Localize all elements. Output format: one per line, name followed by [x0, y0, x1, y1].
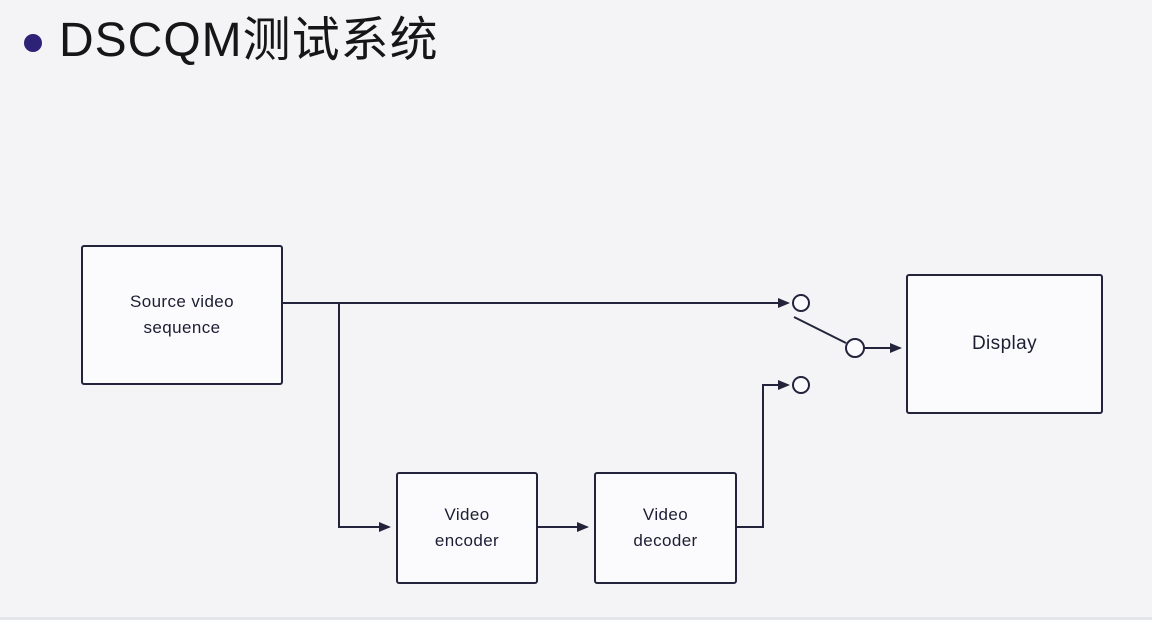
- switch-arm-line: [793, 316, 847, 344]
- video-decoder-label: Video decoder: [633, 504, 698, 550]
- slide-bottom-edge: [0, 617, 1152, 620]
- page-title: DSCQM测试系统: [59, 14, 439, 67]
- source-branch-to-encoder-line: [338, 303, 391, 532]
- decoder-to-switch-line: [737, 380, 790, 528]
- bullet-icon: [24, 33, 42, 52]
- slide-title-row: DSCQM测试系统: [24, 13, 439, 68]
- video-encoder-box: Video encoder: [396, 472, 538, 584]
- switch-output-circle: [845, 338, 865, 358]
- video-decoder-box: Video decoder: [594, 472, 737, 584]
- display-box: Display: [906, 274, 1103, 414]
- switch-terminal-top-circle: [792, 294, 810, 312]
- source-video-sequence-label: Source video sequence: [129, 291, 235, 337]
- video-encoder-label: Video encoder: [434, 504, 500, 550]
- display-label: Display: [971, 333, 1038, 355]
- switch-terminal-bottom-circle: [792, 376, 810, 394]
- source-video-sequence-box: Source video sequence: [81, 245, 283, 385]
